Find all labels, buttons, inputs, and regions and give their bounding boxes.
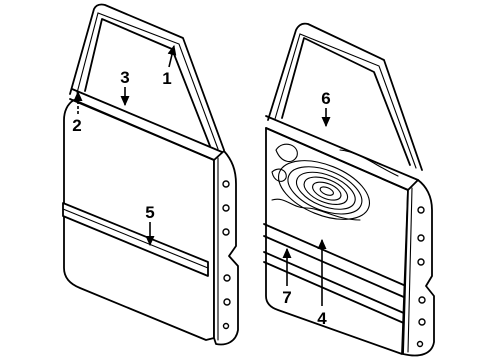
outer-view-body-side-molding-edge (62, 208, 209, 269)
outer-view-hinge-hole (222, 322, 230, 330)
outer-view-hinge-hole (222, 180, 230, 188)
door-outer-view (62, 3, 239, 346)
inner-view-hinge-hole (417, 258, 425, 266)
inner-view-window-frame-inner (281, 37, 411, 166)
inner-view-hinge-face (402, 179, 435, 357)
inner-view-hinge-hole (417, 206, 425, 214)
door-inner-view (263, 22, 435, 357)
outer-view-hinge-hole (222, 228, 230, 236)
callout-1: 1 (162, 69, 171, 88)
callout-1-leader (167, 44, 177, 68)
inner-view-hinge-hole (418, 318, 426, 326)
texture-ring (303, 176, 349, 206)
callout-2: 2 (72, 116, 81, 135)
inner-view-door-panel (265, 127, 409, 355)
outer-view-window-frame-outer (69, 3, 225, 151)
outer-view-window-frame-inner (84, 18, 211, 147)
texture-wave (339, 149, 399, 177)
outer-view-window-frame-middle (76, 12, 219, 150)
inner-view-hinge-hole (418, 296, 426, 304)
inner-view-belt-top (265, 115, 419, 181)
inner-view-window-frame-outer (267, 22, 423, 171)
callout-6: 6 (321, 89, 330, 108)
texture-ring (287, 166, 363, 215)
texture-ring (295, 171, 356, 210)
outer-view-belt-molding-bottom (69, 98, 215, 161)
callout-leaders (73, 44, 331, 306)
inner-view-lower-molding-a-top (263, 223, 407, 287)
outer-view-hinge-hole (223, 298, 231, 306)
callout-5: 5 (145, 203, 154, 222)
texture-ring (277, 160, 371, 220)
texture-wave (271, 198, 361, 221)
inner-view-panel-texture (277, 160, 371, 220)
inner-view-hinge-hole (417, 234, 425, 242)
outer-view-hinge-hole (222, 204, 230, 212)
texture-blob (275, 143, 298, 163)
callout-3: 3 (120, 68, 129, 87)
inner-view-belt-bottom (265, 127, 409, 191)
outer-view-hinge-face (213, 150, 239, 346)
outer-view-body-side-molding (62, 202, 209, 277)
inner-view-hinge-face-edge (407, 187, 413, 353)
texture-ring (319, 186, 334, 196)
outer-view-belt-molding-top (71, 88, 223, 153)
inner-view-window-frame-middle (274, 33, 417, 169)
inner-view-lower-molding-a-bottom (263, 235, 407, 299)
outer-view-hinge-hole (223, 274, 231, 282)
callout-labels: 1 2 3 4 5 6 7 (72, 68, 330, 328)
texture-ring (312, 181, 342, 201)
callout-4: 4 (317, 309, 327, 328)
inner-view-hinge-hole (416, 340, 424, 348)
callout-7: 7 (282, 288, 291, 307)
outer-view-door-skin (63, 99, 215, 341)
texture-blob (271, 168, 287, 182)
